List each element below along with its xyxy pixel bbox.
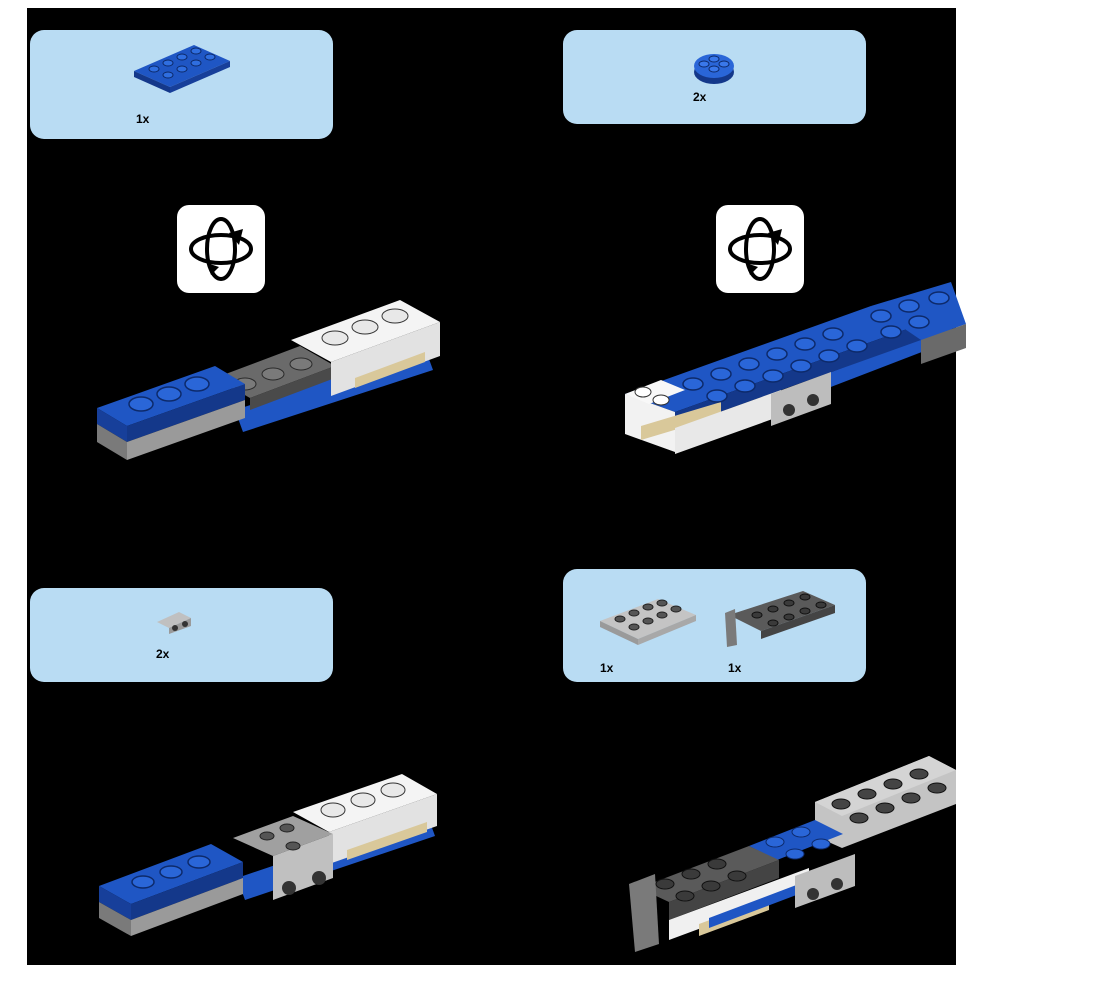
part-quantity: 1x [600, 661, 613, 675]
part-quantity: 1x [136, 112, 149, 126]
instruction-page: 1x 2x [27, 8, 956, 965]
step-3-model [97, 778, 442, 938]
gray-bracket-plate-part [155, 604, 195, 634]
parts-panel-step-3: 2x [30, 588, 333, 682]
step-1-model [95, 298, 445, 468]
blue-round-plate-part [690, 42, 738, 90]
step-4-model [609, 748, 956, 953]
blue-2x4-plate-part [132, 43, 232, 93]
gray-2x4-plate-part [598, 597, 698, 647]
rotate-model-icon [177, 205, 265, 293]
parts-panel-step-1: 1x [30, 30, 333, 139]
parts-panel-step-2: 2x [563, 30, 866, 124]
step-2-model [621, 276, 961, 466]
part-quantity: 2x [693, 90, 706, 104]
parts-panel-step-4: 1x 1x [563, 569, 866, 682]
part-quantity: 2x [156, 647, 169, 661]
part-quantity: 1x [728, 661, 741, 675]
dark-gray-hinge-plate-part [723, 587, 838, 647]
